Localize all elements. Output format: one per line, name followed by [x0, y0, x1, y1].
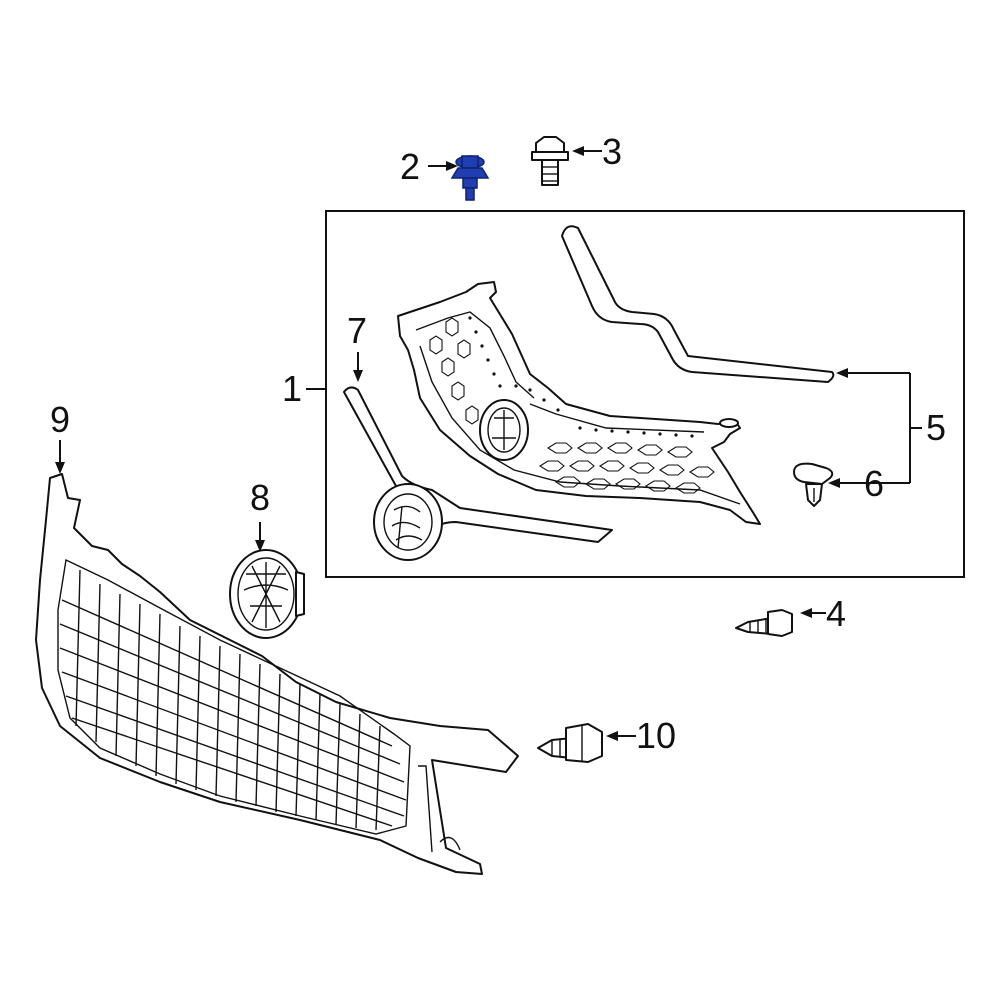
arrowhead-6	[828, 478, 840, 488]
part-7-lower-molding[interactable]	[343, 386, 613, 561]
callout-9[interactable]: 9	[50, 399, 70, 440]
arrowhead-3	[572, 146, 584, 156]
arrowhead-5a	[836, 368, 848, 378]
part-10-bolt[interactable]	[537, 723, 603, 763]
arrowhead-4	[800, 608, 812, 618]
grille-inner-frame[interactable]	[397, 281, 761, 525]
callout-2[interactable]: 2	[400, 146, 420, 187]
callout-10[interactable]: 10	[636, 715, 676, 756]
arrowhead-10	[606, 731, 618, 741]
assembly-box	[325, 210, 965, 578]
callout-8[interactable]: 8	[250, 477, 270, 518]
callout-5[interactable]: 5	[926, 407, 946, 448]
arrowhead-7	[353, 370, 363, 382]
callout-1[interactable]: 1	[282, 368, 302, 409]
callout-4[interactable]: 4	[826, 593, 846, 634]
part-5-upper-molding[interactable]	[561, 225, 835, 383]
callout-3[interactable]: 3	[602, 131, 622, 172]
callout-7[interactable]: 7	[347, 310, 367, 351]
part-8-emblem[interactable]	[229, 549, 305, 639]
arrowhead-2	[446, 161, 458, 171]
arrowhead-8	[255, 540, 265, 552]
part-2-clip[interactable]	[450, 155, 490, 201]
part-3-bolt[interactable]	[531, 136, 569, 186]
arrowhead-9	[55, 462, 65, 474]
part-4-screw[interactable]	[735, 609, 793, 637]
part-6-clip[interactable]	[793, 462, 834, 507]
callout-6[interactable]: 6	[864, 463, 884, 504]
part-9-lower-grille[interactable]	[35, 473, 519, 875]
